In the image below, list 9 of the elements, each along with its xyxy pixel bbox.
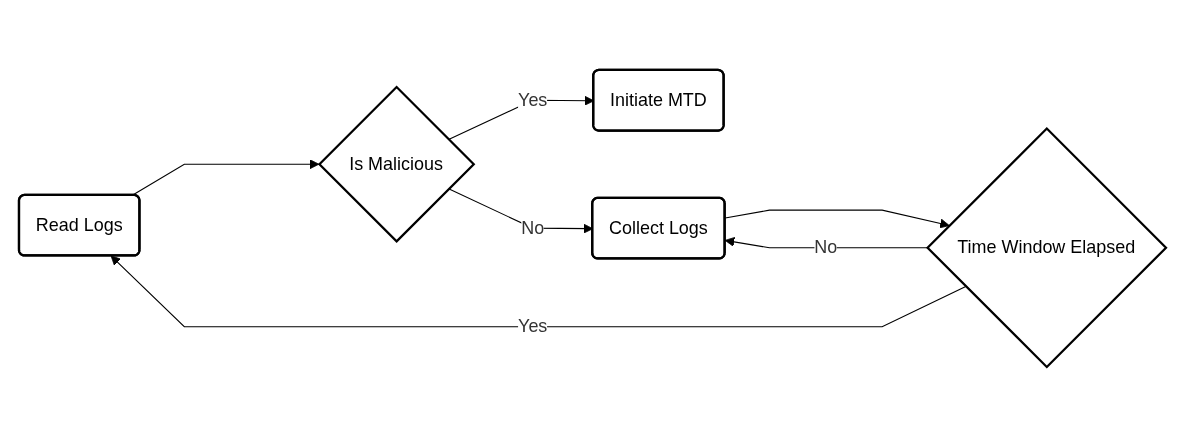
- node-diamond: Time Window Elapsed: [926, 126, 1168, 369]
- arrow: [724, 209, 950, 229]
- arrow: [724, 237, 928, 249]
- arrow: [110, 255, 967, 328]
- node-diamond: Is Malicious: [317, 85, 476, 243]
- edge-label: Yes: [518, 90, 548, 110]
- edge-label: No: [814, 237, 838, 257]
- edge-label: Yes: [518, 316, 548, 336]
- edge-label: No: [521, 218, 545, 238]
